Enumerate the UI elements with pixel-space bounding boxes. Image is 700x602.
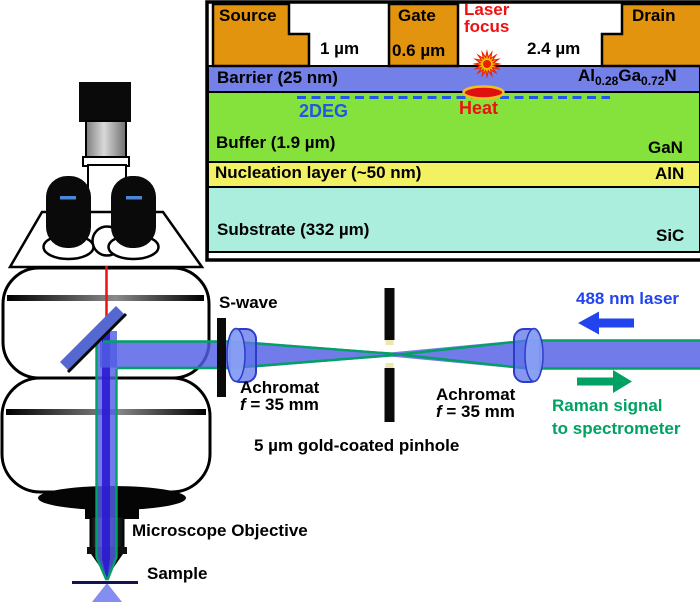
eyepiece-mark-left: [60, 196, 76, 200]
laser-wavelength-label: 488 nm laser: [576, 289, 680, 308]
barrier-material-label: Al0.28Ga0.72N: [578, 66, 677, 88]
camera-tube: [85, 120, 127, 159]
objective-label: Microscope Objective: [132, 521, 308, 540]
drain-label: Drain: [632, 6, 676, 25]
device-cross-section: [205, 0, 700, 262]
pinhole-gold-top: [385, 340, 394, 345]
substrate-label: Substrate (332 µm): [217, 220, 370, 239]
eyepiece-left: [46, 176, 91, 248]
heat-spot: [462, 85, 505, 100]
source-label: Source: [219, 6, 277, 25]
buffer-layer: [207, 91, 700, 163]
achromat-left-label: Achromat f = 35 mm: [240, 378, 320, 415]
inset-border: [205, 0, 700, 262]
sample-slide: [72, 581, 138, 584]
gold-pinhole: [384, 288, 395, 422]
s-wave-label: S-wave: [219, 293, 278, 312]
laser-direction-arrow: [578, 311, 634, 335]
gate-drain-gap-label: 2.4 µm: [527, 39, 581, 58]
sample-label: Sample: [147, 564, 208, 583]
substrate-layer: [207, 186, 700, 253]
gate-contact: [387, 2, 460, 68]
twodeg-label: 2DEG: [299, 101, 349, 121]
gate-label: Gate: [398, 6, 436, 25]
mirror-surface-line: [66, 312, 128, 374]
buffer-label: Buffer (1.9 µm): [216, 133, 336, 152]
raman-direction-arrow: [577, 370, 632, 393]
barrier-label: Barrier (25 nm): [217, 68, 338, 87]
substrate-material-label: SiC: [656, 226, 685, 245]
drain-contact: [600, 2, 700, 68]
laser-focus-starburst: [472, 49, 502, 79]
beamsplitter-mirror: [60, 306, 126, 372]
pinhole-gold-bottom: [385, 363, 394, 368]
raman-signal-path: [95, 339, 700, 581]
pinhole-label: 5 µm gold-coated pinhole: [254, 436, 460, 455]
achromat-lens-right: [513, 327, 544, 383]
achromat-right-label: Achromat f = 35 mm: [436, 385, 516, 422]
camera-box: [79, 82, 131, 122]
achromat-lens-left: [226, 327, 257, 383]
sample-scatter-cone: [92, 583, 122, 602]
eyepiece-mark-right: [126, 196, 142, 200]
nucleation-material-label: AlN: [655, 164, 685, 183]
buffer-material-label: GaN: [648, 138, 683, 157]
laser-beam: [92, 331, 700, 602]
s-waveplate: [217, 318, 226, 397]
source-gate-gap-label: 1 µm: [320, 39, 360, 58]
source-contact: [211, 2, 311, 68]
eyepiece-right: [111, 176, 156, 248]
gate-length-label: 0.6 µm: [392, 41, 446, 60]
nucleation-label: Nucleation layer (~50 nm): [215, 163, 422, 182]
heat-label: Heat: [459, 98, 499, 118]
